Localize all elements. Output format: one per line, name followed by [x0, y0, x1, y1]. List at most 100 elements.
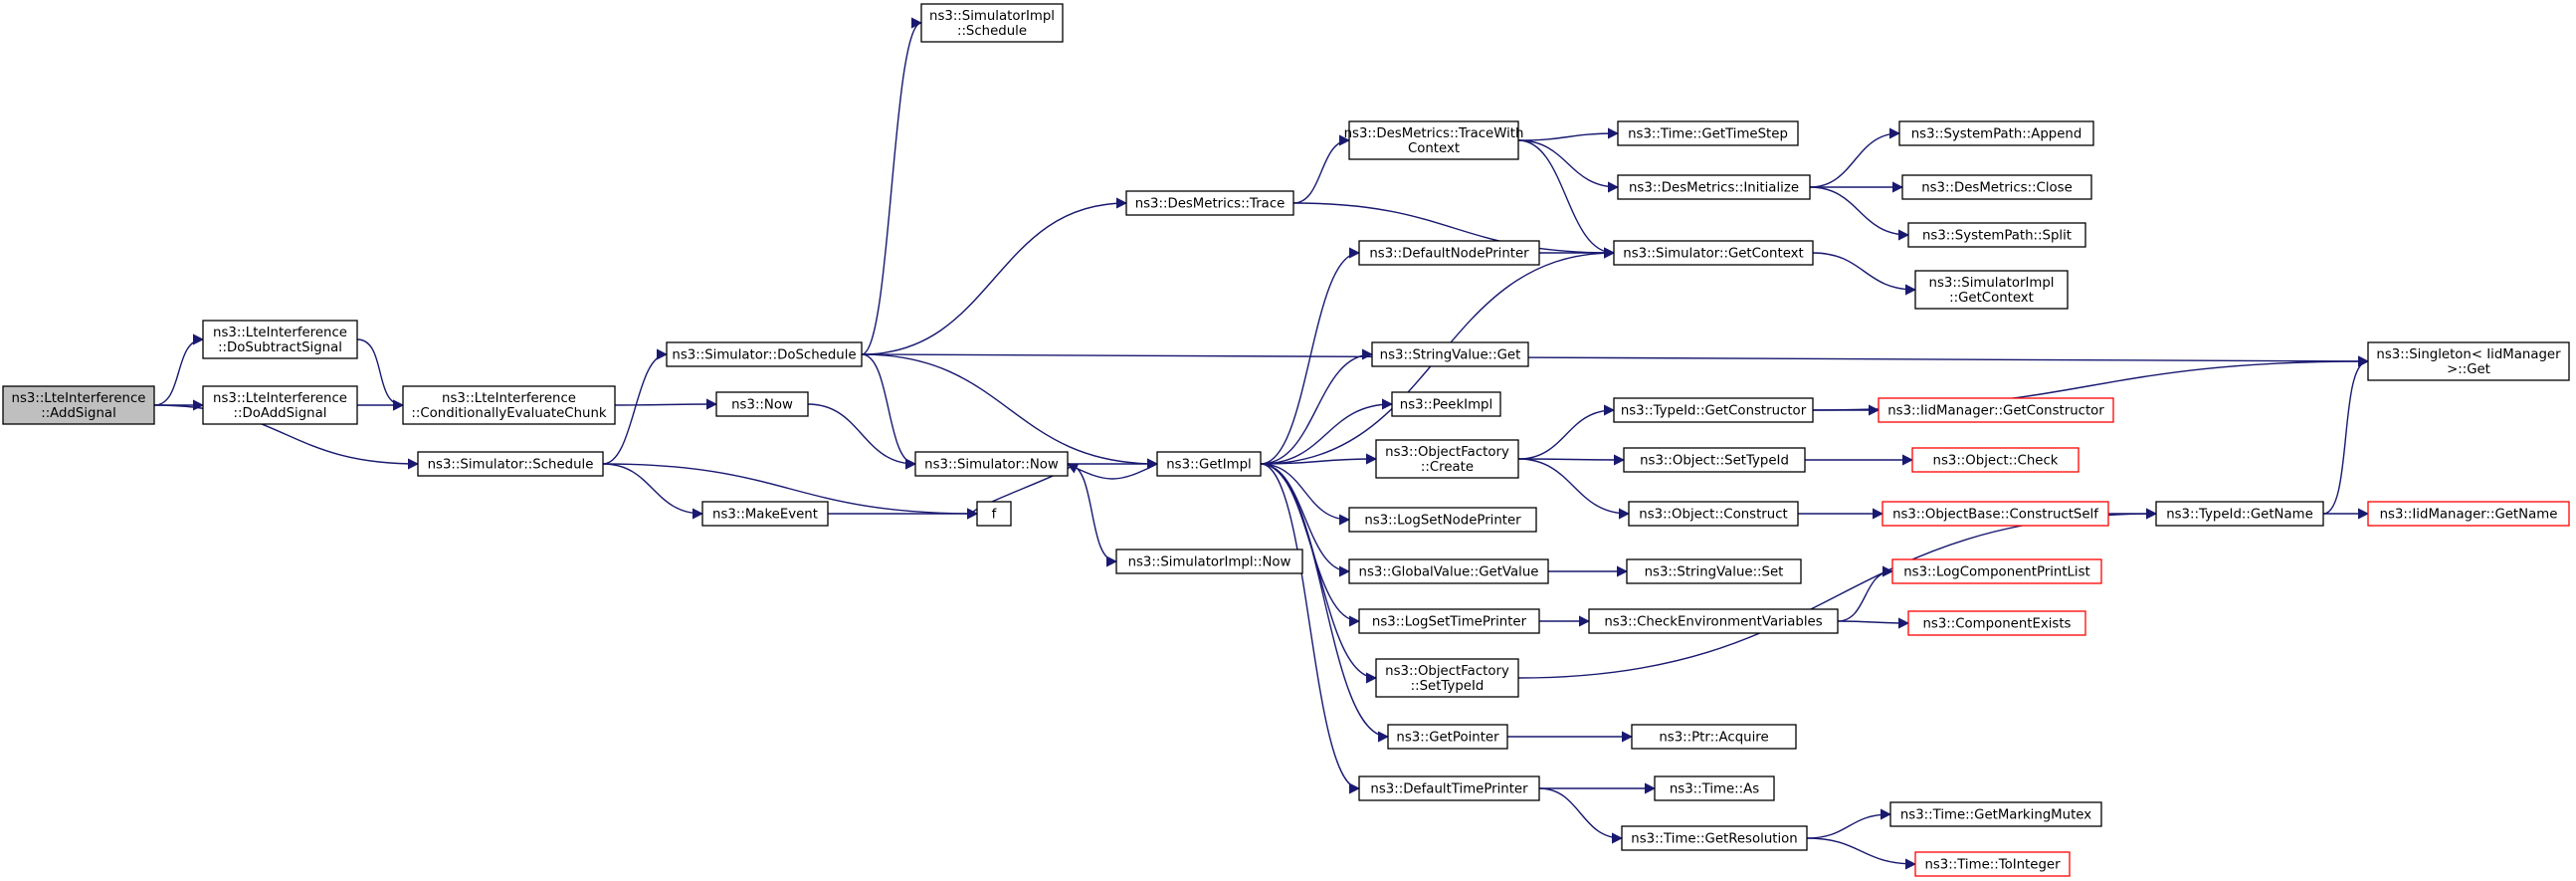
- node-box: [1348, 120, 1519, 160]
- node-ns3-time-getresolution[interactable]: ns3::Time::GetResolution: [1621, 825, 1808, 851]
- node-box: [976, 501, 1012, 527]
- node-box: [1387, 724, 1508, 750]
- node-ns3-simulatorimpl-now[interactable]: ns3::SimulatorImpl::Now: [1115, 549, 1303, 574]
- node-ns3-componentexists[interactable]: ns3::ComponentExists: [1907, 610, 2086, 636]
- node-box: [2367, 341, 2570, 381]
- node-box: [1391, 391, 1501, 417]
- edge-getImpl-to-defNodePrinter: [1260, 247, 1361, 465]
- node-box: [1911, 447, 2080, 473]
- node-ns3-time-gettimestep[interactable]: ns3::Time::GetTimeStep: [1617, 120, 1799, 146]
- node-box: [402, 385, 616, 425]
- node-ns3-stringvalue-set[interactable]: ns3::StringValue::Set: [1626, 558, 1802, 584]
- node-box: [1613, 240, 1814, 266]
- node-ns3-desmetrics-trace[interactable]: ns3::DesMetrics::Trace: [1125, 190, 1294, 216]
- node-ns3-logcomponentprintlist[interactable]: ns3::LogComponentPrintList: [1891, 558, 2102, 584]
- node-ns3-stringvalue-get[interactable]: ns3::StringValue::Get: [1371, 341, 1529, 367]
- node-ns3-simulator-getcontext[interactable]: ns3::Simulator::GetContext: [1613, 240, 1814, 266]
- edge-defTimePrinter-to-timeGetRes: [1538, 787, 1624, 844]
- edge-checkEnv-to-compExists: [1837, 617, 1910, 629]
- node-ns3-lteinterference-dosubtractsignal[interactable]: ns3::LteInterference::DoSubtractSignal: [202, 320, 358, 359]
- node-label: ns3::TypeId::GetConstructor: [1621, 404, 1807, 419]
- node-ns3-lteinterference-conditionallyevaluatechunk[interactable]: ns3::LteInterference::ConditionallyEvalu…: [402, 385, 616, 425]
- node-label: ns3::Simulator::Now: [924, 458, 1059, 473]
- node-box: [1375, 658, 1519, 698]
- node-f[interactable]: f: [976, 501, 1012, 527]
- node-ns3-lteinterference-doaddsignal[interactable]: ns3::LteInterference::DoAddSignal: [202, 385, 358, 425]
- edge-root-to-simSchedule: [153, 404, 420, 470]
- node-ns3-desmetrics-close[interactable]: ns3::DesMetrics::Close: [1901, 174, 2092, 200]
- node-label: ns3::Object::Construct: [1639, 508, 1787, 523]
- node-box: [1901, 174, 2092, 200]
- node-ns3-desmetrics-initialize[interactable]: ns3::DesMetrics::Initialize: [1617, 174, 1811, 200]
- node-label: ns3::DesMetrics::Trace: [1135, 197, 1286, 212]
- node-ns3-simulator-now[interactable]: ns3::Simulator::Now: [914, 451, 1069, 477]
- node-label: ns3::StringValue::Set: [1645, 565, 1784, 580]
- node-label: ns3::Simulator::GetContext: [1623, 247, 1803, 262]
- node-label: ns3::SystemPath::Split: [1922, 229, 2072, 244]
- node-box: [202, 320, 358, 359]
- node-ns3-getpointer[interactable]: ns3::GetPointer: [1387, 724, 1508, 750]
- node-ns3-time-as[interactable]: ns3::Time::As: [1654, 775, 1775, 801]
- node-ns3-iidmanager-getname[interactable]: ns3::IidManager::GetName: [2367, 501, 2570, 527]
- node-label: ns3::PeekImpl: [1400, 398, 1492, 413]
- node-layer: ns3::LteInterference::AddSignalns3::LteI…: [2, 3, 2570, 877]
- node-ns3-simulator-schedule[interactable]: ns3::Simulator::Schedule: [417, 451, 604, 477]
- node-ns3-objectfactory-settypeid[interactable]: ns3::ObjectFactory::SetTypeId: [1375, 658, 1519, 698]
- node-ns3-object-construct[interactable]: ns3::Object::Construct: [1628, 501, 1799, 527]
- node-box: [1375, 439, 1519, 479]
- node-ns3-lteinterference-addsignal[interactable]: ns3::LteInterference::AddSignal: [2, 385, 155, 425]
- node-label: ns3::Time::GetTimeStep: [1628, 127, 1788, 142]
- node-box: [417, 451, 604, 477]
- node-box: [1907, 222, 2086, 248]
- node-ns3-globalvalue-getvalue[interactable]: ns3::GlobalValue::GetValue: [1348, 558, 1549, 584]
- node-ns3-systempath-split[interactable]: ns3::SystemPath::Split: [1907, 222, 2086, 248]
- edge-desInit-to-sysPathAppend: [1809, 127, 1901, 188]
- node-ns3-defaultnodeprinter[interactable]: ns3::DefaultNodePrinter: [1358, 240, 1540, 266]
- node-label: ns3::CheckEnvironmentVariables: [1604, 615, 1822, 630]
- node-label: ns3::IidManager::GetName: [2380, 508, 2558, 523]
- node-box: [666, 341, 863, 367]
- node-ns3-defaulttimeprinter[interactable]: ns3::DefaultTimePrinter: [1358, 775, 1540, 801]
- node-ns3-ptr-acquire[interactable]: ns3::Ptr::Acquire: [1631, 724, 1797, 750]
- node-ns3-typeid-getname[interactable]: ns3::TypeId::GetName: [2155, 501, 2324, 527]
- node-label: ns3::StringValue::Get: [1380, 348, 1521, 363]
- node-box: [1371, 341, 1529, 367]
- node-ns3-iidmanager-getconstructor[interactable]: ns3::IidManager::GetConstructor: [1878, 397, 2114, 423]
- edge-objFactCreate-to-objConstruct: [1517, 458, 1631, 520]
- node-ns3-singleton-iidmanager-get[interactable]: ns3::Singleton< IidManager >::Get: [2367, 341, 2570, 381]
- node-ns3-simulatorimpl-getcontext[interactable]: ns3::SimulatorImpl::GetContext: [1914, 270, 2069, 310]
- node-box: [1125, 190, 1294, 216]
- node-ns3-time-tointeger[interactable]: ns3::Time::ToInteger: [1914, 851, 2071, 877]
- node-ns3-systempath-append[interactable]: ns3::SystemPath::Append: [1898, 120, 2094, 146]
- node-ns3-logsettimeprinter[interactable]: ns3::LogSetTimePrinter: [1358, 608, 1540, 634]
- node-ns3-objectfactory-create[interactable]: ns3::ObjectFactory::Create: [1375, 439, 1519, 479]
- node-ns3-time-getmarkingmutex[interactable]: ns3::Time::GetMarkingMutex: [1889, 801, 2102, 827]
- node-ns3-logsetnodeprinter[interactable]: ns3::LogSetNodePrinter: [1348, 507, 1537, 533]
- node-label: ::Create: [1421, 460, 1474, 475]
- node-ns3-now[interactable]: ns3::Now: [715, 391, 809, 417]
- node-label: ns3::IidManager::GetConstructor: [1887, 404, 2104, 419]
- node-ns3-makeevent[interactable]: ns3::MakeEvent: [701, 501, 829, 527]
- node-label: ns3::SystemPath::Append: [1911, 127, 2082, 142]
- node-ns3-typeid-getconstructor[interactable]: ns3::TypeId::GetConstructor: [1613, 397, 1814, 423]
- node-box: [920, 3, 1064, 43]
- edge-getImpl-to-logSetNode: [1260, 463, 1351, 526]
- edge-desTraceCtx-to-simGetCtx: [1517, 139, 1616, 259]
- node-label: ns3::LteInterference: [12, 391, 146, 406]
- node-label: ns3::LogSetNodePrinter: [1364, 514, 1521, 529]
- node-box: [1654, 775, 1775, 801]
- node-ns3-peekimpl[interactable]: ns3::PeekImpl: [1391, 391, 1501, 417]
- node-ns3-simulator-doschedule[interactable]: ns3::Simulator::DoSchedule: [666, 341, 863, 367]
- node-ns3-object-settypeid[interactable]: ns3::Object::SetTypeId: [1623, 447, 1806, 473]
- node-ns3-getimpl[interactable]: ns3::GetImpl: [1156, 451, 1262, 477]
- node-ns3-checkenvironmentvariables[interactable]: ns3::CheckEnvironmentVariables: [1588, 608, 1839, 634]
- edge-simSchedule-to-makeEvent: [602, 463, 704, 520]
- node-ns3-objectbase-constructself[interactable]: ns3::ObjectBase::ConstructSelf: [1882, 501, 2109, 527]
- node-ns3-simulatorimpl-schedule[interactable]: ns3::SimulatorImpl::Schedule: [920, 3, 1064, 43]
- node-ns3-object-check[interactable]: ns3::Object::Check: [1911, 447, 2080, 473]
- node-label: ns3::LogSetTimePrinter: [1372, 615, 1527, 630]
- node-label: ::GetContext: [1949, 291, 2034, 306]
- node-box: [1358, 608, 1540, 634]
